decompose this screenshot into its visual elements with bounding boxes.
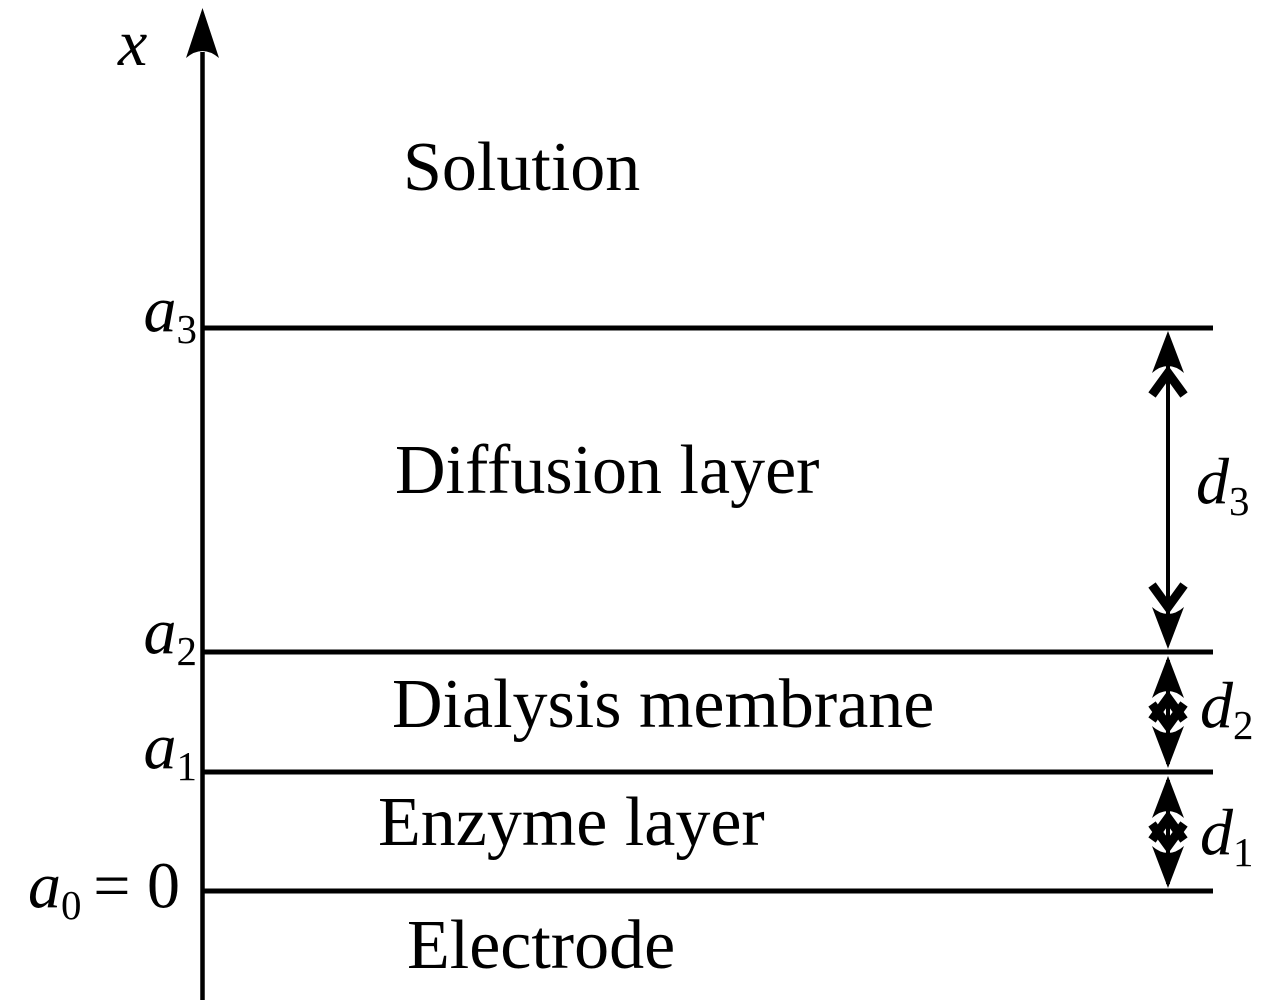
- dimension-arrow-d1: [1148, 776, 1188, 888]
- dimension-arrow-d3: [1148, 331, 1188, 649]
- distance-label-d2: d2: [1200, 669, 1254, 748]
- boundary-label-a2: a2: [143, 595, 197, 674]
- region-label-enzyme-layer: Enzyme layer: [378, 784, 765, 861]
- distance-label-d1: d1: [1200, 796, 1254, 875]
- dimension-arrow-d2: [1148, 656, 1188, 768]
- region-label-electrode: Electrode: [407, 907, 676, 984]
- boundary-label-a3: a3: [143, 273, 197, 352]
- region-label-dialysis-membrane: Dialysis membrane: [392, 666, 935, 743]
- x-axis-label: x: [118, 7, 148, 80]
- region-label-diffusion-layer: Diffusion layer: [395, 432, 820, 509]
- boundary-label-a0: a0= 0: [27, 849, 180, 928]
- x-axis-arrowhead: [186, 8, 219, 58]
- distance-label-d3: d3: [1196, 445, 1250, 524]
- boundary-label-a1: a1: [143, 710, 197, 789]
- region-label-solution: Solution: [403, 129, 641, 206]
